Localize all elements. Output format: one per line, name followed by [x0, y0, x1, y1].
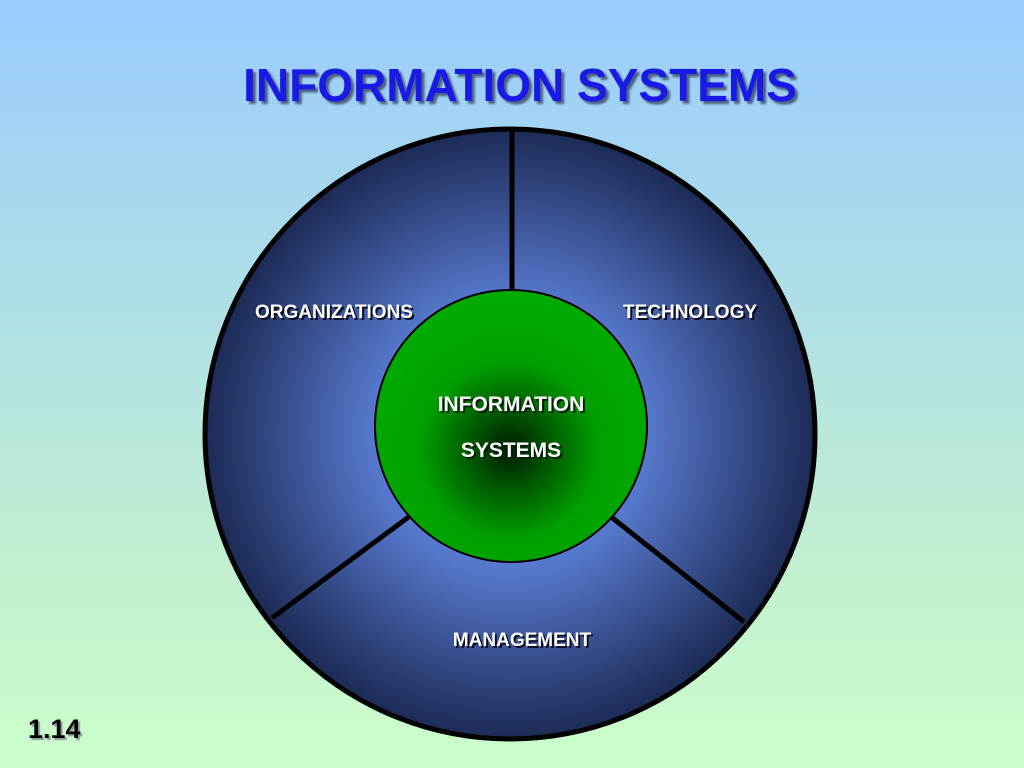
segment-technology-label: TECHNOLOGY	[623, 302, 757, 323]
segment-management-label: MANAGEMENT	[453, 630, 592, 651]
divider-lower-right	[608, 514, 746, 624]
slide-title: INFORMATION SYSTEMS	[243, 59, 797, 111]
segment-organizations-shadow: ORGANIZATIONS	[257, 304, 415, 325]
divider-lower-left	[270, 513, 412, 621]
core-label-line2-shadow: SYSTEMS	[463, 441, 563, 464]
segment-technology-shadow: TECHNOLOGY	[625, 304, 759, 325]
core-label-line2: SYSTEMS	[461, 439, 561, 462]
segment-organizations-label: ORGANIZATIONS	[255, 302, 413, 323]
segment-management-shadow: MANAGEMENT	[455, 632, 594, 653]
core-label-line1-shadow: INFORMATION	[440, 395, 587, 418]
core-circle	[374, 289, 648, 563]
page-number: 1.14	[28, 714, 81, 744]
core-label-line1: INFORMATION	[438, 393, 585, 416]
